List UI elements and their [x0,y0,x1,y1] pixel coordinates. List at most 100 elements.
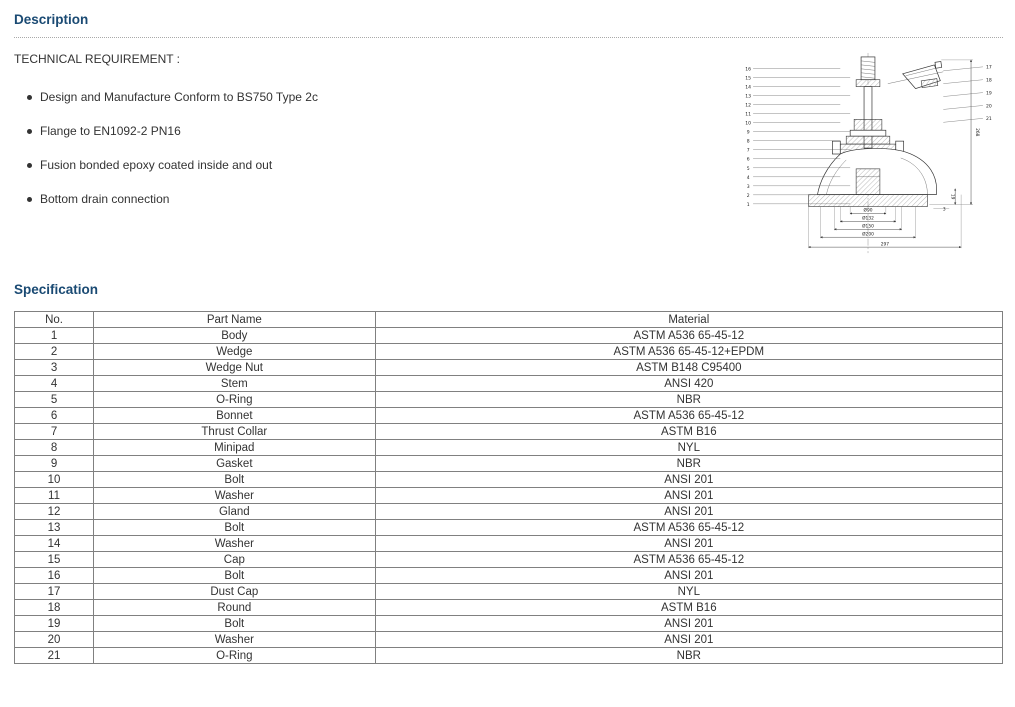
table-cell: 18 [13,599,95,616]
leader-line [943,66,983,71]
dimension-label: Ø150 [862,223,874,230]
table-cell: 17 [13,583,95,600]
callout-number: 16 [745,67,751,73]
table-cell: Cap [93,551,376,568]
callout-number: 12 [745,103,751,109]
table-cell: O-Ring [93,391,376,408]
table-cell: 9 [13,455,95,472]
table-cell: NBR [374,455,1004,472]
requirements-column: TECHNICAL REQUIREMENT : Design and Manuf… [14,50,739,226]
table-cell: ASTM A536 65-45-12 [374,519,1004,536]
callout-number: 17 [986,65,992,71]
table-cell: 16 [13,567,95,584]
table-cell: O-Ring [93,647,376,664]
callout-number: 13 [745,94,751,100]
valve-cross-section-drawing: 161514131211109876543211718192021Ø90Ø132… [745,52,992,254]
leader-line [943,105,983,110]
table-cell: ANSI 201 [374,503,1004,520]
table-cell: Minipad [93,439,376,456]
callout-number: 6 [747,157,750,163]
table-cell: ASTM A536 65-45-12 [374,551,1004,568]
dimension-label: Ø90 [864,207,873,214]
table-cell: ANSI 201 [374,471,1004,488]
table-cell: Body [93,327,376,344]
callout-number: 18 [986,78,992,84]
table-cell: Bolt [93,567,376,584]
table-cell: ASTM B16 [374,599,1004,616]
table-cell: ASTM A536 65-45-12 [374,327,1004,344]
specification-heading: Specification [14,282,99,297]
table-cell: ASTM A536 65-45-12+EPDM [374,343,1004,360]
valve-geometry [808,52,944,254]
table-cell: Wedge [93,343,376,360]
table-cell: 21 [13,647,95,664]
leader-line [943,118,983,123]
requirement-item: Bottom drain connection [27,192,739,206]
table-cell: Stem [93,375,376,392]
table-cell: 14 [13,535,95,552]
table-cell: ANSI 201 [374,615,1004,632]
table-cell: 10 [13,471,95,488]
dimension-label: Ø132 [862,215,874,222]
table-cell: 15 [13,551,95,568]
table-cell: 1 [13,327,95,344]
table-cell: Washer [93,487,376,504]
column-header-material: Material [374,311,1004,328]
requirement-item: Design and Manufacture Conform to BS750 … [27,90,739,104]
description-heading: Description [14,12,89,27]
table-cell: NBR [374,647,1004,664]
callout-number: 2 [747,193,750,199]
table-cell: 3 [13,359,95,376]
callout-number: 7 [747,148,750,154]
callout-number: 8 [747,139,750,145]
table-cell: ANSI 201 [374,535,1004,552]
table-cell: 13 [13,519,95,536]
dimension-lines [808,59,974,249]
table-cell: 20 [13,631,95,648]
product-detail-page: Description TECHNICAL REQUIREMENT : Desi… [13,12,1004,664]
dimension-label: 3 [943,206,946,212]
callout-number: 4 [747,175,750,181]
technical-requirement-label: TECHNICAL REQUIREMENT : [14,52,181,66]
table-cell: Gland [93,503,376,520]
table-cell: ANSI 201 [374,487,1004,504]
callout-number: 1 [747,202,750,208]
column-header-no: No. [13,311,95,328]
table-cell: 7 [13,423,95,440]
table-cell: ANSI 201 [374,631,1004,648]
requirement-item: Flange to EN1092-2 PN16 [27,124,739,138]
dimension-label: Ø200 [862,230,874,237]
table-cell: ASTM B16 [374,423,1004,440]
table-cell: Dust Cap [93,583,376,600]
description-body: TECHNICAL REQUIREMENT : Design and Manuf… [14,50,1003,268]
requirement-item: Fusion bonded epoxy coated inside and ou… [27,158,739,172]
callout-number: 10 [745,121,751,127]
leader-line [943,79,983,84]
requirement-list: Design and Manufacture Conform to BS750 … [14,90,739,206]
dimension-label: 268 [974,128,980,137]
dotted-separator [14,37,1003,38]
table-cell: Round [93,599,376,616]
table-cell: ANSI 201 [374,567,1004,584]
table-cell: 4 [13,375,95,392]
table-header-row: No. Part Name Material [13,311,1004,328]
table-cell: 8 [13,439,95,456]
